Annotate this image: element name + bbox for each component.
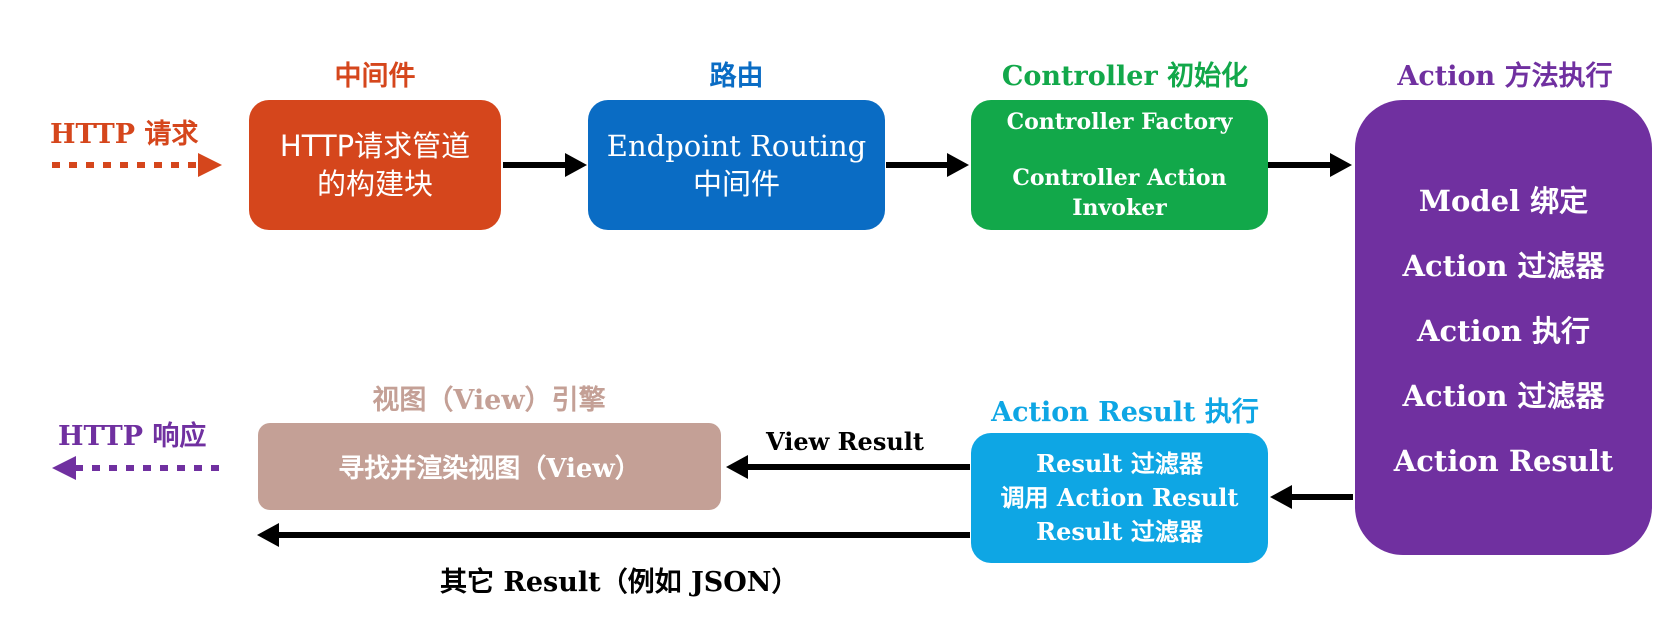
middleware-line-2: 的构建块	[316, 167, 433, 201]
http-request-arrowhead	[198, 153, 222, 177]
middleware-title: 中间件	[334, 61, 416, 92]
view-engine-box: 寻找并渲染视图（View）	[258, 423, 721, 510]
view-engine-title: 视图（View）引擎	[372, 385, 606, 416]
action-title: Action 方法执行	[1397, 61, 1613, 92]
controller-line-2: Controller Action	[1012, 165, 1227, 191]
other-result-label: 其它 Result（例如 JSON）	[440, 567, 799, 598]
routing-title: 路由	[709, 61, 764, 92]
routing-line-1: Endpoint Routing	[606, 129, 867, 163]
action-result-line-1: Result 过滤器	[1036, 449, 1203, 478]
arrowhead-action-actionresult	[1270, 485, 1292, 509]
action-result-line-3: Result 过滤器	[1036, 517, 1203, 546]
action-item: Action 执行	[1416, 314, 1591, 348]
action-result-box: Result 过滤器 调用 Action Result Result 过滤器	[971, 433, 1268, 563]
action-box: Model 绑定 Action 过滤器 Action 执行 Action 过滤器…	[1355, 100, 1652, 555]
controller-line-1: Controller Factory	[1006, 109, 1233, 135]
action-item: Model 绑定	[1418, 184, 1589, 218]
http-response-arrowhead	[52, 456, 76, 480]
routing-line-2: 中间件	[692, 167, 780, 201]
controller-line-3: Invoker	[1072, 195, 1167, 221]
action-item: Action Result	[1393, 444, 1614, 478]
middleware-box: HTTP请求管道 的构建块	[249, 100, 501, 230]
view-result-label: View Result	[766, 427, 924, 456]
routing-box: Endpoint Routing 中间件	[588, 100, 885, 230]
arrowhead-controller-action	[1330, 153, 1352, 177]
arrowhead-view-result	[726, 455, 748, 479]
controller-title: Controller 初始化	[1001, 61, 1249, 92]
action-result-line-2: 调用 Action Result	[1000, 483, 1239, 512]
middleware-line-1: HTTP请求管道	[279, 129, 471, 163]
http-response-label: HTTP 响应	[58, 421, 207, 452]
action-result-title: Action Result 执行	[991, 397, 1259, 428]
action-item: Action 过滤器	[1402, 249, 1605, 283]
controller-box: Controller Factory Controller Action Inv…	[971, 100, 1268, 230]
arrowhead-other-result	[257, 523, 279, 547]
arrowhead-middleware-routing	[565, 153, 587, 177]
view-engine-body: 寻找并渲染视图（View）	[338, 454, 641, 484]
http-request-label: HTTP 请求	[50, 119, 199, 150]
action-item: Action 过滤器	[1402, 379, 1605, 413]
arrowhead-routing-controller	[947, 153, 969, 177]
